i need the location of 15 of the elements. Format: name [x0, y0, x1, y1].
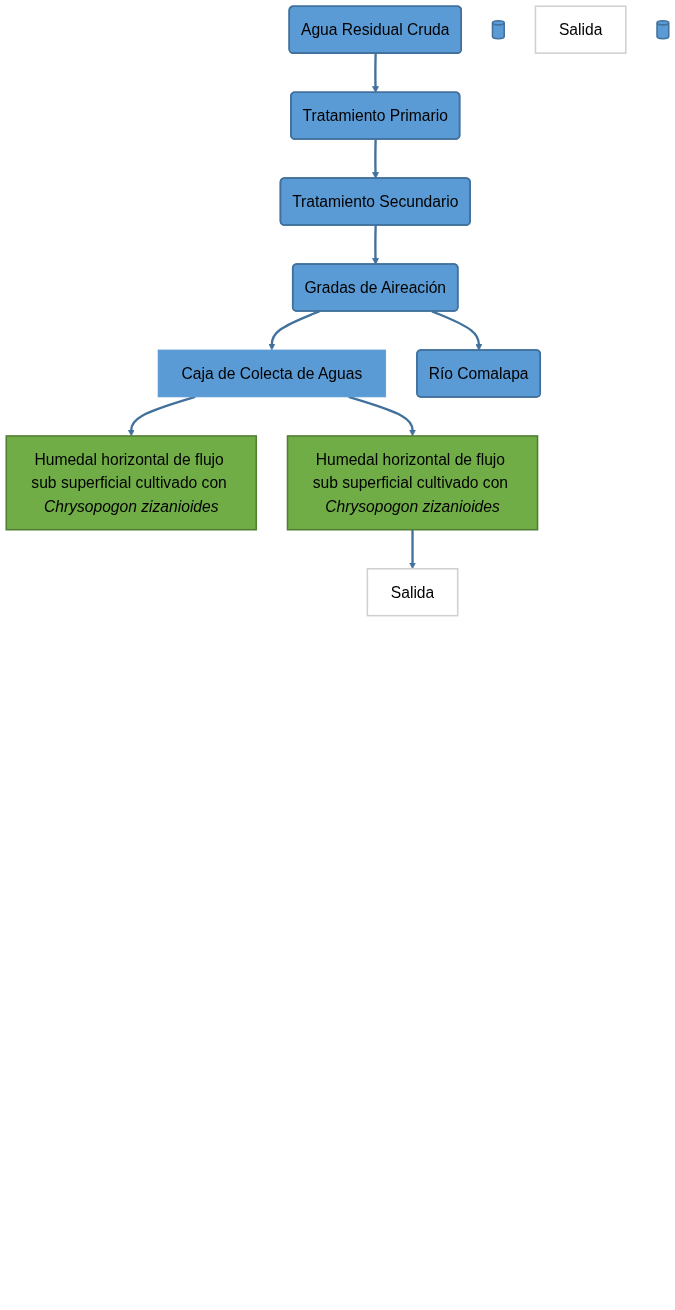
arrow	[431, 310, 483, 351]
arrow	[268, 310, 320, 351]
node-box: Caja de Colecta de Aguas	[157, 349, 387, 398]
node-box: Humedal horizontal de flujo sub superficial cultivado con Chrysopogon zizanioides	[286, 435, 539, 531]
arrow	[409, 529, 416, 570]
node-box: Humedal horizontal de flujo sub superficial cultivado con Chrysopogon zizanioides	[5, 435, 258, 531]
node-box: Salida	[366, 568, 459, 617]
node-box: Salida	[534, 5, 627, 54]
arrow	[348, 395, 416, 437]
node-cylinder	[656, 19, 670, 40]
arrow	[127, 395, 196, 437]
arrow	[372, 139, 379, 179]
node-cylinder	[491, 19, 505, 40]
arrow	[372, 53, 379, 93]
arrow	[372, 225, 379, 265]
